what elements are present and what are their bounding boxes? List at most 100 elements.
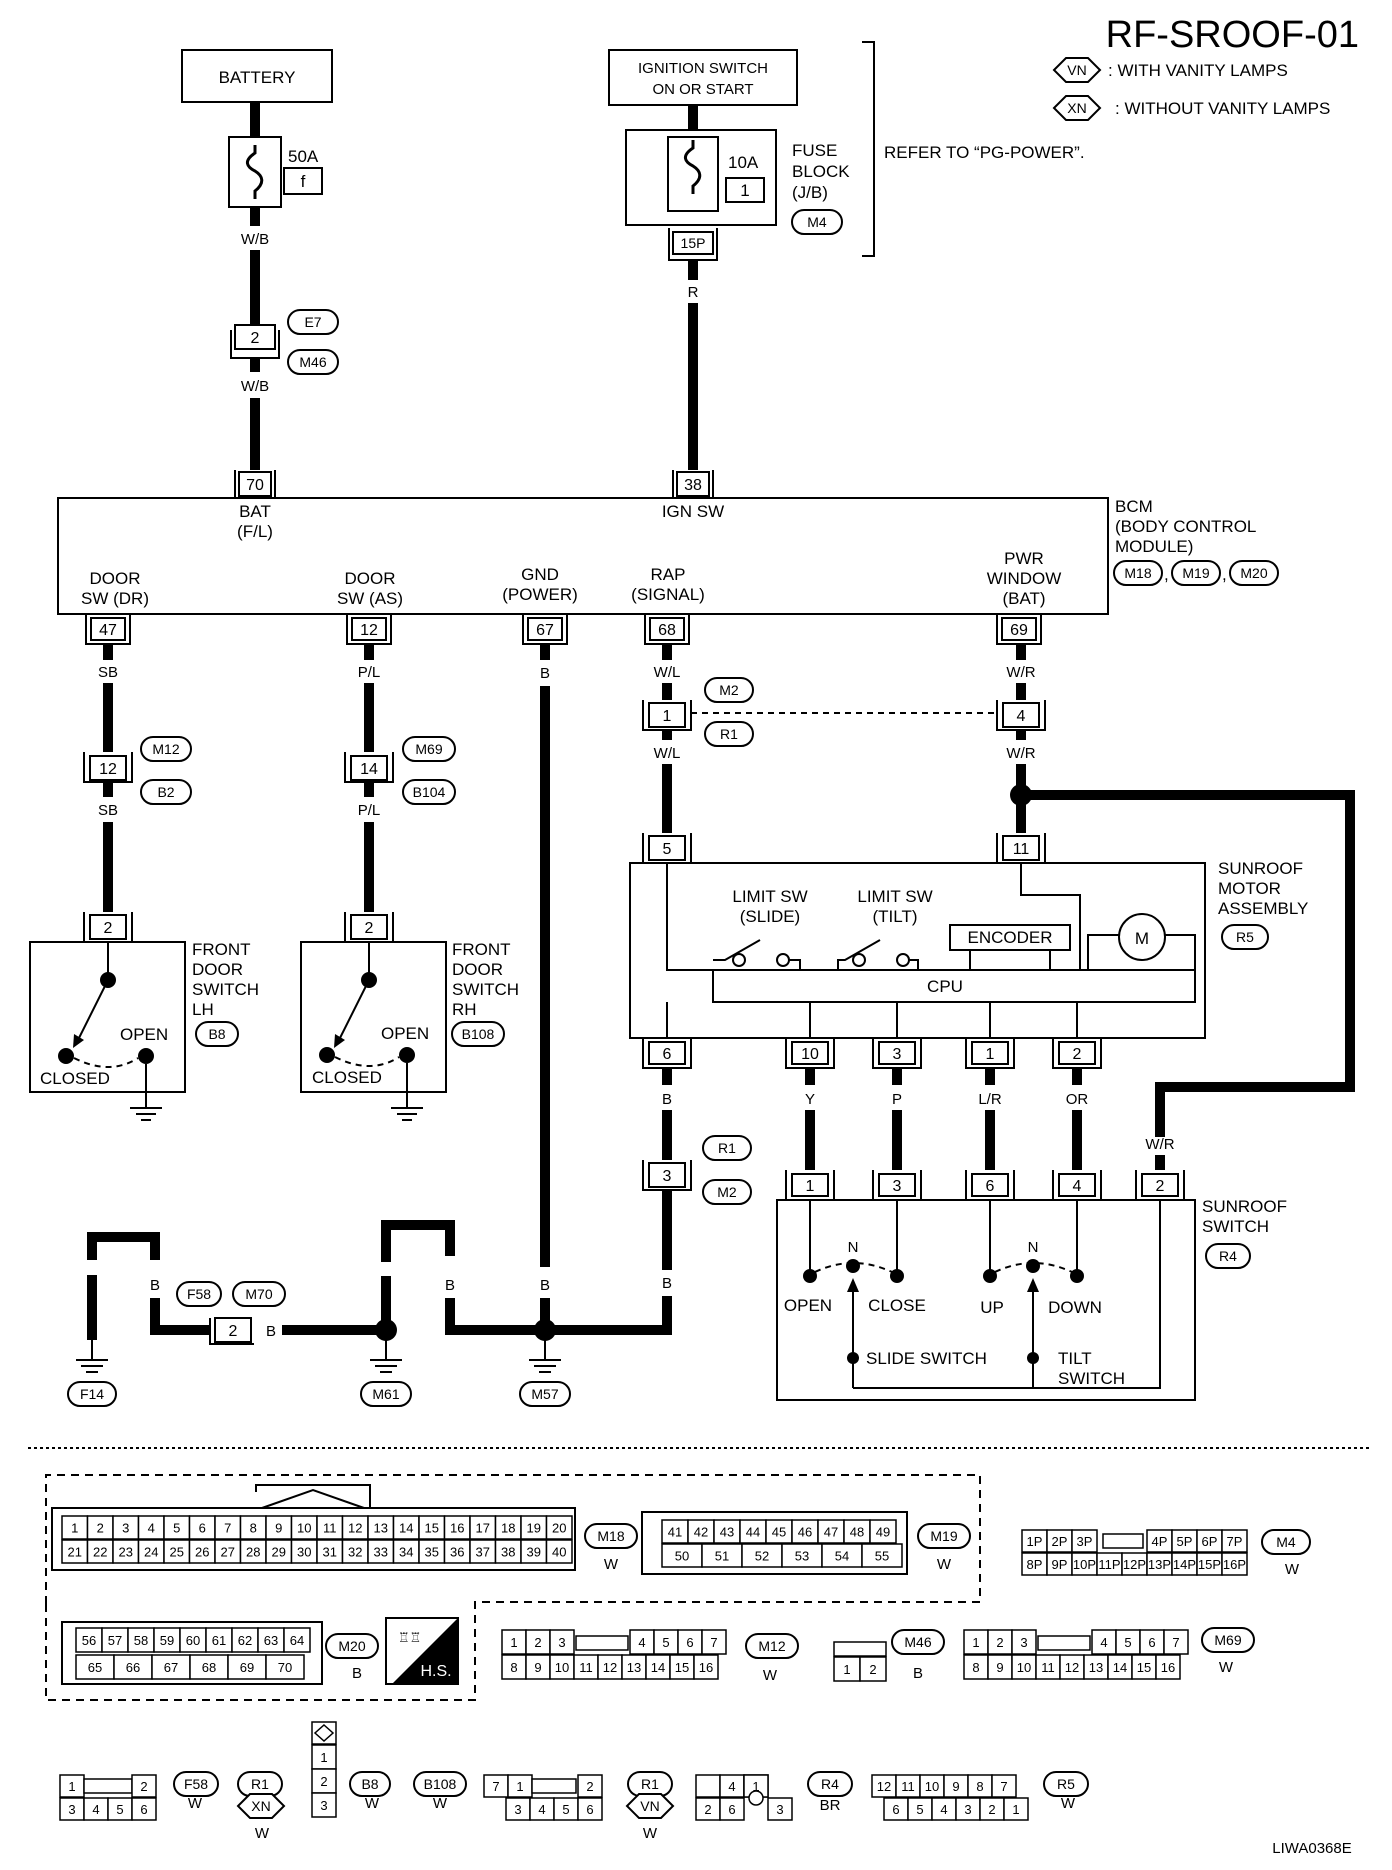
cavity-number: 7 xyxy=(710,1635,717,1650)
cavity-number: 70 xyxy=(278,1660,292,1675)
svg-text:B: B xyxy=(540,1277,550,1294)
cavity-number: 16 xyxy=(1161,1660,1175,1675)
svg-text:B: B xyxy=(540,665,550,682)
cavity-number: 1 xyxy=(68,1779,75,1794)
cavity-number: 1 xyxy=(516,1779,523,1794)
svg-text:5: 5 xyxy=(663,841,672,858)
cavity-number: 66 xyxy=(126,1660,140,1675)
ignition-switch: IGNITION SWITCH ON OR START xyxy=(608,49,798,106)
wire-color: W xyxy=(1061,1795,1076,1812)
cavity-number: 1 xyxy=(71,1521,78,1536)
cavity-number: 12 xyxy=(348,1521,362,1536)
svg-text:B: B xyxy=(662,1275,672,1292)
cavity-number: 6 xyxy=(586,1802,593,1817)
svg-text:VN: VN xyxy=(1067,62,1086,78)
cavity-number: 6 xyxy=(199,1521,206,1536)
svg-text:N: N xyxy=(1028,1239,1039,1256)
svg-text:BATTERY: BATTERY xyxy=(219,68,296,87)
svg-text:OPEN: OPEN xyxy=(381,1024,429,1043)
svg-text:1: 1 xyxy=(663,708,672,725)
wire-color: B xyxy=(913,1665,923,1682)
svg-text:ASSEMBLY: ASSEMBLY xyxy=(1218,899,1308,918)
cavity-number: 11P xyxy=(1098,1557,1120,1572)
cavity-number: 65 xyxy=(88,1660,102,1675)
connector-id: R5 xyxy=(1057,1776,1075,1792)
cavity-number: 33 xyxy=(374,1545,388,1560)
svg-text:50A: 50A xyxy=(288,147,319,166)
svg-text:1: 1 xyxy=(740,181,749,200)
wire-color: W xyxy=(763,1667,778,1684)
cavity-number: 22 xyxy=(93,1545,107,1560)
svg-text:Y: Y xyxy=(805,1091,815,1108)
cavity-number: 6 xyxy=(728,1802,735,1817)
svg-text:(BAT): (BAT) xyxy=(1002,589,1045,608)
svg-text:BLOCK: BLOCK xyxy=(792,162,850,181)
cavity-number: 69 xyxy=(240,1660,254,1675)
cavity-number: 5 xyxy=(662,1635,669,1650)
cavity-number: 4 xyxy=(940,1802,947,1817)
cavity-number: 5 xyxy=(116,1802,123,1817)
cavity-number: 3 xyxy=(558,1635,565,1650)
connector-id: R4 xyxy=(821,1776,839,1792)
svg-text:M19: M19 xyxy=(1182,565,1209,581)
cavity-number: 1 xyxy=(843,1662,850,1677)
svg-text:(POWER): (POWER) xyxy=(502,585,578,604)
svg-text:R5: R5 xyxy=(1236,929,1254,945)
cavity-number: 36 xyxy=(450,1545,464,1560)
footer-code: LIWA0368E xyxy=(1272,1840,1352,1857)
connector-id: B8 xyxy=(361,1776,378,1792)
front-door-switch-rh: 2 OPEN CLOSED FRONT DOOR SWITCH RH B108 xyxy=(300,912,519,1121)
cavity-number: 1 xyxy=(752,1779,759,1794)
cavity-number: 35 xyxy=(425,1545,439,1560)
svg-text:ENCODER: ENCODER xyxy=(967,928,1052,947)
cavity-number: 26 xyxy=(195,1545,209,1560)
cavity-number: 2P xyxy=(1052,1534,1068,1549)
svg-text:2: 2 xyxy=(251,330,260,347)
cavity-number: 10 xyxy=(297,1521,311,1536)
svg-text:2: 2 xyxy=(365,920,374,937)
svg-text:MODULE): MODULE) xyxy=(1115,537,1193,556)
cavity-number: 8P xyxy=(1027,1557,1043,1572)
cavity-number: 2 xyxy=(996,1635,1003,1650)
svg-text:P/L: P/L xyxy=(358,802,381,819)
cavity-number: 5P xyxy=(1177,1534,1193,1549)
cavity-number: 2 xyxy=(320,1774,327,1789)
svg-text:2: 2 xyxy=(1156,1178,1165,1195)
svg-text:DOOR: DOOR xyxy=(345,569,396,588)
cavity-number: 18 xyxy=(501,1521,515,1536)
cavity-number: 9 xyxy=(996,1660,1003,1675)
cavity-number: 3 xyxy=(514,1802,521,1817)
connector-id: R1 xyxy=(641,1776,659,1792)
svg-text:W/R: W/R xyxy=(1006,664,1035,681)
joint-r1-m2: 3 R1 M2 xyxy=(642,1135,752,1205)
cavity-number: 42 xyxy=(694,1525,708,1540)
wire-color: W xyxy=(937,1556,952,1573)
cavity-number: 4 xyxy=(638,1635,645,1650)
svg-text:: WITHOUT VANITY LAMPS: : WITHOUT VANITY LAMPS xyxy=(1115,99,1330,118)
cavity-number: 9P xyxy=(1052,1557,1068,1572)
cavity-number: 2 xyxy=(534,1635,541,1650)
cavity-number: 14P xyxy=(1173,1557,1196,1572)
svg-text:B8: B8 xyxy=(208,1026,225,1042)
front-door-switch-lh: 2 OPEN CLOSED FRONT DOOR SWITCH LH B8 xyxy=(29,912,259,1121)
cavity-number: 39 xyxy=(527,1545,541,1560)
svg-text:3: 3 xyxy=(663,1168,672,1185)
cavity-number: 5 xyxy=(173,1521,180,1536)
svg-text:1: 1 xyxy=(806,1178,815,1195)
cavity-number: 19 xyxy=(527,1521,541,1536)
svg-text:6: 6 xyxy=(663,1046,672,1063)
svg-text:68: 68 xyxy=(658,622,676,639)
svg-text:: WITH VANITY LAMPS: : WITH VANITY LAMPS xyxy=(1108,61,1288,80)
svg-text:2: 2 xyxy=(1073,1046,1082,1063)
cavity-number: 5 xyxy=(562,1802,569,1817)
svg-text:W/B: W/B xyxy=(241,378,269,395)
svg-text:OPEN: OPEN xyxy=(120,1025,168,1044)
svg-text:B: B xyxy=(381,1277,391,1294)
cavity-number: 24 xyxy=(144,1545,158,1560)
cavity-number: 3 xyxy=(122,1521,129,1536)
cavity-number: 10 xyxy=(1017,1660,1031,1675)
cavity-number: 46 xyxy=(798,1525,812,1540)
cavity-number: 32 xyxy=(348,1545,362,1560)
svg-text:RAP: RAP xyxy=(651,565,686,584)
svg-text:XN: XN xyxy=(1067,100,1086,116)
